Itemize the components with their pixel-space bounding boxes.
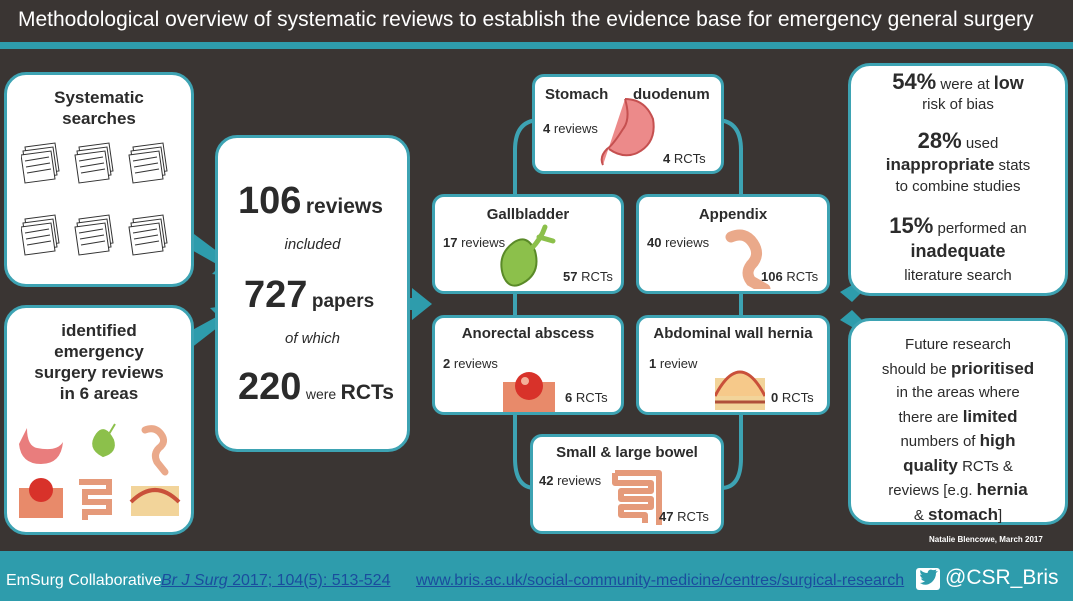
stomach-icon: [600, 98, 655, 166]
area-gallbladder-box: Gallbladder 17 reviews 57 RCTs: [432, 194, 624, 294]
stomach-rcts: 4 RCTs: [663, 151, 706, 166]
rcts-count: 220: [238, 366, 302, 408]
gallbladder-reviews: 17 reviews: [443, 235, 506, 250]
anorectal-title: Anorectal abscess: [461, 325, 595, 342]
title-bar: [0, 0, 1073, 42]
abscess-bump-icon: [29, 478, 53, 502]
gallbladder-rcts: 57 RCTs: [563, 269, 613, 284]
organ-icons: [19, 423, 181, 520]
hernia-bulge-icon: [129, 488, 181, 504]
footer-collaborative: EmSurg Collaborative: [6, 572, 162, 589]
area-bowel-box: Small & large bowel 42 reviews 47 RCTs: [530, 434, 724, 534]
bowel-icon: [612, 470, 662, 525]
stomach-title-a: Stomach: [545, 86, 609, 103]
appendix-title: Appendix: [698, 206, 768, 223]
of-which-label: of which: [284, 330, 341, 347]
area-stomach-box: Stomach duodenum 4 reviews 4 RCTs: [532, 74, 724, 174]
reviews-count-label: reviews: [305, 195, 383, 218]
appendix-icon: [141, 425, 169, 476]
reviews-count-row: 106 reviews: [238, 180, 383, 223]
were-label: were: [305, 386, 337, 402]
abscess-icon: [503, 372, 555, 412]
area-appendix-box: Appendix 40 reviews 106 RCTs: [636, 194, 830, 294]
bowel-icon: [79, 479, 112, 520]
searches-line-2: searches: [62, 109, 136, 128]
appendix-reviews: 40 reviews: [647, 235, 710, 250]
author-credit: Natalie Blencowe, March 2017: [929, 535, 1043, 544]
website-link[interactable]: www.bris.ac.uk/social-community-medicine…: [416, 572, 905, 589]
gallbladder-icon: [500, 224, 556, 287]
area-hernia-box: Abdominal wall hernia 1 review 0 RCTs: [636, 315, 830, 415]
appendix-rcts: 106 RCTs: [761, 269, 819, 284]
papers-count-row: 727 papers: [244, 274, 374, 317]
twitter-handle[interactable]: @CSR_Bris: [945, 566, 1059, 589]
included-label: included: [284, 236, 341, 253]
hernia-rcts: 0 RCTs: [771, 390, 814, 405]
anorectal-reviews: 2 reviews: [443, 356, 498, 371]
appendix-icon: [725, 229, 771, 289]
rcts-label: RCTs: [340, 381, 394, 404]
reviews-count: 106: [238, 180, 302, 222]
twitter-bird-icon: [916, 568, 940, 590]
identified-line-1: identified: [61, 321, 137, 340]
stat-2: 28% used inappropriate stats to combine …: [885, 128, 1031, 196]
paper-stacks-icon: [21, 142, 168, 256]
systematic-searches-box: Systematic searches: [4, 72, 194, 287]
quality-stats-box: 54% were at low risk of bias 28% used in…: [848, 63, 1068, 296]
papers-count-label: papers: [311, 291, 375, 312]
papers-count: 727: [244, 274, 308, 316]
stat-1: 54% were at low risk of bias: [892, 69, 1024, 114]
identified-line-3: surgery reviews: [34, 363, 164, 382]
gallbladder-icon: [92, 423, 116, 458]
citation-link[interactable]: Br J Surg 2017; 104(5): 513-524: [161, 572, 391, 589]
stomach-reviews: 4 reviews: [543, 121, 598, 136]
footer-bar: [0, 551, 1073, 601]
identified-line-4: in 6 areas: [59, 384, 139, 403]
bowel-reviews: 42 reviews: [539, 473, 602, 488]
stomach-icon: [19, 428, 63, 464]
stomach-title-b: duodenum: [633, 86, 710, 103]
stat-3: 15% performed an inadequate literature s…: [889, 213, 1027, 284]
bowel-rcts: 47 RCTs: [659, 509, 709, 524]
area-anorectal-box: Anorectal abscess 2 reviews 6 RCTs: [432, 315, 624, 415]
hernia-icon: [715, 370, 765, 410]
bowel-title: Small & large bowel: [556, 444, 698, 461]
page-title: Methodological overview of systematic re…: [18, 8, 1034, 31]
searches-line-1: Systematic: [54, 88, 144, 107]
identified-line-2: emergency: [54, 342, 144, 361]
future-research-box: Future research should be prioritised in…: [848, 318, 1068, 525]
gallbladder-title: Gallbladder: [486, 206, 570, 223]
identified-reviews-box: identified emergency surgery reviews in …: [4, 305, 194, 535]
future-research-text: Future research should be prioritised in…: [881, 336, 1035, 524]
rcts-count-row: 220 were RCTs: [238, 366, 394, 409]
summary-box: 106 reviews included 727 papers of which…: [215, 135, 410, 452]
anorectal-rcts: 6 RCTs: [565, 390, 608, 405]
hernia-title: Abdominal wall hernia: [653, 325, 813, 342]
title-rule: [0, 42, 1073, 49]
hernia-reviews: 1 review: [649, 356, 698, 371]
connector-line: [720, 457, 743, 490]
